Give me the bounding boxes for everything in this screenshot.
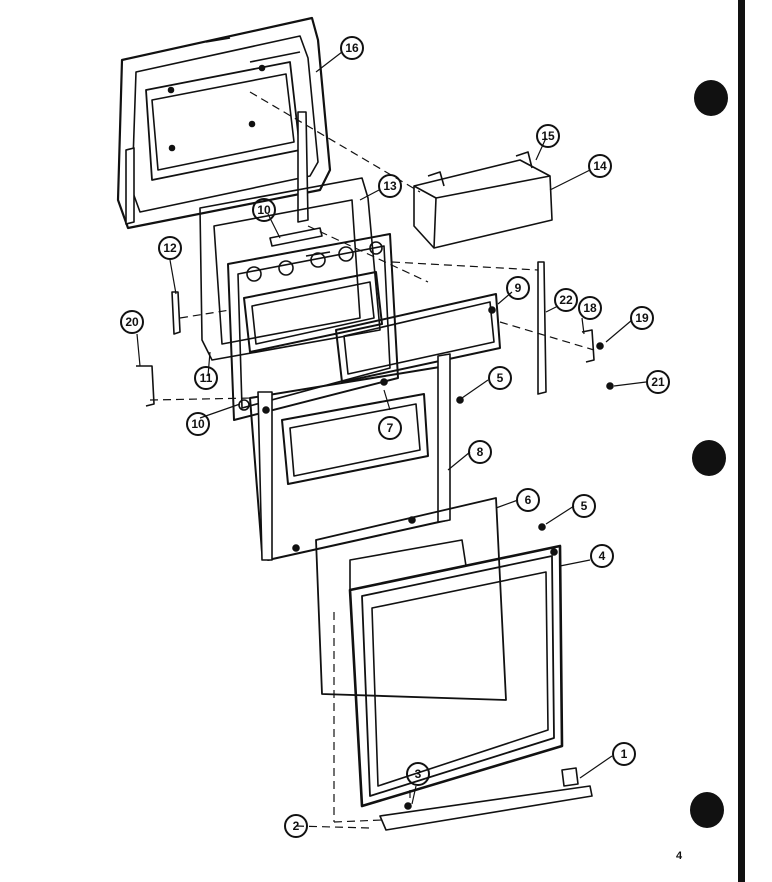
callout-17: 16 — [340, 36, 364, 60]
part-vent-plate — [335, 293, 501, 383]
svg-text:14: 14 — [593, 159, 607, 173]
callout-14: 13 — [378, 174, 402, 198]
part-vent-bracket — [269, 227, 331, 257]
svg-text:2: 2 — [293, 819, 300, 833]
binder-hole-middle — [692, 440, 726, 476]
svg-text:15: 15 — [541, 129, 555, 143]
part-inner-panel — [199, 177, 381, 361]
part-vent-box — [413, 151, 553, 249]
dashed-leaders — [149, 91, 595, 829]
callout-20: 20 — [120, 310, 144, 334]
svg-text:13: 13 — [383, 179, 397, 193]
part-outer-door-frame — [116, 16, 332, 230]
part-outer-door — [348, 544, 564, 808]
svg-text:10: 10 — [191, 417, 205, 431]
svg-text:16: 16 — [345, 41, 359, 55]
callout-12: 11 — [194, 366, 218, 390]
callout-6: 6 — [516, 488, 540, 512]
callout-leaders — [136, 51, 647, 805]
svg-text:20: 20 — [125, 315, 139, 329]
callout-19: 19 — [630, 306, 654, 330]
svg-text:21: 21 — [651, 375, 665, 389]
svg-text:1: 1 — [621, 747, 628, 761]
callout-22: 22 — [554, 288, 578, 312]
callout-8: 8 — [468, 440, 492, 464]
part-inner-door-panel — [249, 353, 451, 561]
callout-9: 9 — [506, 276, 530, 300]
callout-16: 15 — [536, 124, 560, 148]
svg-text:18: 18 — [583, 301, 597, 315]
callout-15: 14 — [588, 154, 612, 178]
callout-2: 2 — [284, 814, 308, 838]
callout-10: 10 — [186, 412, 210, 436]
svg-text:5: 5 — [581, 499, 588, 513]
callout-18: 18 — [578, 296, 602, 320]
callouts: 16 13 10 12 15 14 9 22 18 19 20 11 10 5 … — [120, 36, 670, 838]
svg-text:9: 9 — [515, 281, 522, 295]
callout-11: 10 — [252, 198, 276, 222]
part-window-frame — [227, 233, 399, 421]
part-side-bracket — [537, 261, 547, 395]
callout-1: 1 — [612, 742, 636, 766]
svg-text:22: 22 — [559, 293, 573, 307]
callout-3: 3 — [406, 762, 430, 786]
svg-text:12: 12 — [163, 241, 177, 255]
svg-text:10: 10 — [257, 203, 271, 217]
svg-text:8: 8 — [477, 445, 484, 459]
callout-21: 21 — [646, 370, 670, 394]
svg-text:11: 11 — [200, 371, 213, 385]
svg-text:6: 6 — [525, 493, 532, 507]
svg-text:5: 5 — [497, 371, 504, 385]
callout-5-upper: 5 — [488, 366, 512, 390]
page-number: 4 — [676, 850, 683, 862]
svg-text:3: 3 — [415, 767, 422, 781]
svg-text:19: 19 — [635, 311, 649, 325]
binder-hole-bottom — [690, 792, 724, 828]
page-edge-bar — [738, 0, 745, 882]
svg-text:4: 4 — [599, 549, 606, 563]
callout-5-lower: 5 — [572, 494, 596, 518]
part-bottom-trim — [379, 767, 593, 831]
binder-hole-top — [694, 80, 728, 116]
svg-text:7: 7 — [387, 421, 394, 435]
callout-4: 4 — [590, 544, 614, 568]
callout-7: 7 — [378, 416, 402, 440]
callout-13: 12 — [158, 236, 182, 260]
